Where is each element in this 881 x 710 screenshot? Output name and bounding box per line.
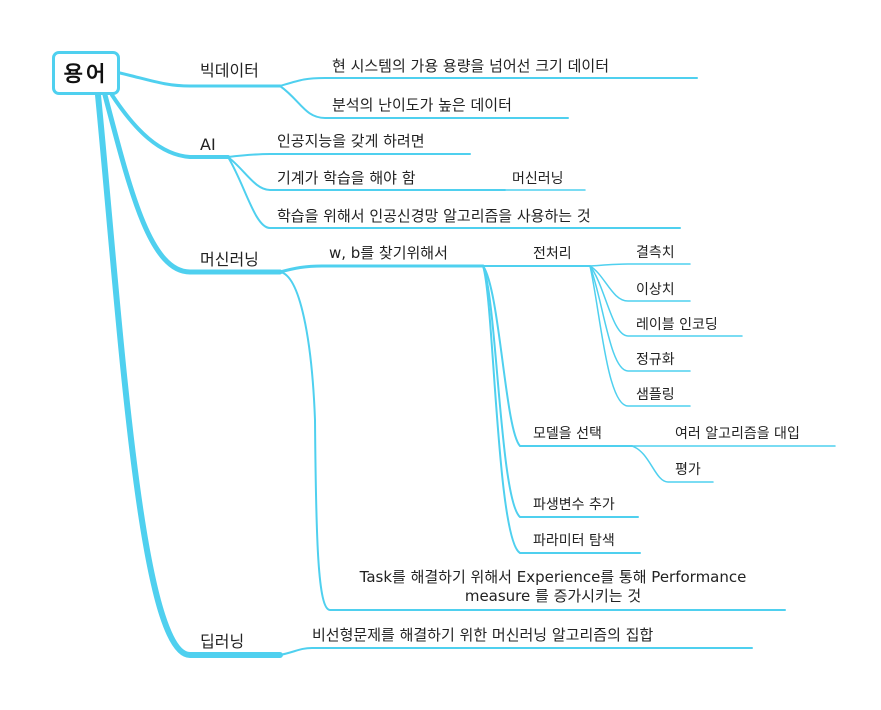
ai-child-2: 기계가 학습을 해야 함 xyxy=(277,169,416,187)
ml-task-line1: Task를 해결하기 위해서 Experience를 통해 Performanc… xyxy=(359,568,747,586)
ml-param: 파라미터 탐색 xyxy=(533,533,615,549)
branch-ai-c2 xyxy=(227,156,506,191)
branch-root-ml xyxy=(102,92,283,275)
ml-wb: w, b를 찾기위해서 xyxy=(329,244,448,262)
ml-derived: 파생변수 추가 xyxy=(533,497,615,513)
branch-root-dl xyxy=(95,92,283,658)
branch-pre-c4 xyxy=(589,265,691,372)
bigdata-child-2: 분석의 난이도가 높은 데이터 xyxy=(332,96,512,114)
branch-wb-param xyxy=(482,265,641,554)
ml-model: 모델을 선택 xyxy=(533,426,602,442)
branch-pre-c2 xyxy=(589,265,691,302)
branch-pre-c1 xyxy=(589,263,691,267)
branch-root-bigdata xyxy=(118,71,282,88)
ai-sub-ml: 머신러닝 xyxy=(512,171,564,187)
branch-ml-task xyxy=(279,271,786,611)
branch-ai-c1 xyxy=(227,153,471,158)
topic-bigdata: 빅데이터 xyxy=(200,61,259,80)
root-node: 용어 xyxy=(52,51,120,95)
bigdata-child-1: 현 시스템의 가용 용량을 넘어선 크기 데이터 xyxy=(332,57,610,75)
branch-wb-derived xyxy=(482,265,639,518)
branch-bigdata-c1 xyxy=(279,77,698,87)
pre-item-normalize: 정규화 xyxy=(636,352,675,368)
pre-item-missing: 결측치 xyxy=(636,245,675,261)
topic-ml: 머신러닝 xyxy=(200,250,259,269)
branch-bigdata-c2 xyxy=(279,85,569,119)
dl-child: 비선형문제를 해결하기 위한 머신러닝 알고리즘의 집합 xyxy=(312,626,654,644)
topic-ai: AI xyxy=(200,135,216,154)
branch-pre-c5 xyxy=(589,265,691,407)
branch-dl-c1 xyxy=(279,647,753,656)
branch-root-ai xyxy=(110,93,230,159)
ai-child-3: 학습을 위해서 인공신경망 알고리즘을 사용하는 것 xyxy=(277,207,591,225)
branch-pre-c3 xyxy=(589,265,743,337)
ml-task-line2: measure 를 증가시키는 것 xyxy=(464,587,642,605)
branch-wb-model xyxy=(482,265,633,447)
topic-dl: 딥러닝 xyxy=(200,632,245,651)
model-item-algorithms: 여러 알고리즘을 대입 xyxy=(675,426,800,442)
ml-preprocess: 전처리 xyxy=(533,246,572,262)
ai-child-1: 인공지능을 갖게 하려면 xyxy=(277,132,425,150)
branch-model-c2 xyxy=(631,445,714,483)
branch-ml-wb xyxy=(278,264,485,274)
pre-item-sampling: 샘플링 xyxy=(636,387,675,403)
pre-item-outlier: 이상치 xyxy=(636,282,675,298)
branch-ai-c3 xyxy=(227,156,681,229)
pre-item-label-encoding: 레이블 인코딩 xyxy=(636,317,718,333)
model-item-eval: 평가 xyxy=(675,462,701,478)
